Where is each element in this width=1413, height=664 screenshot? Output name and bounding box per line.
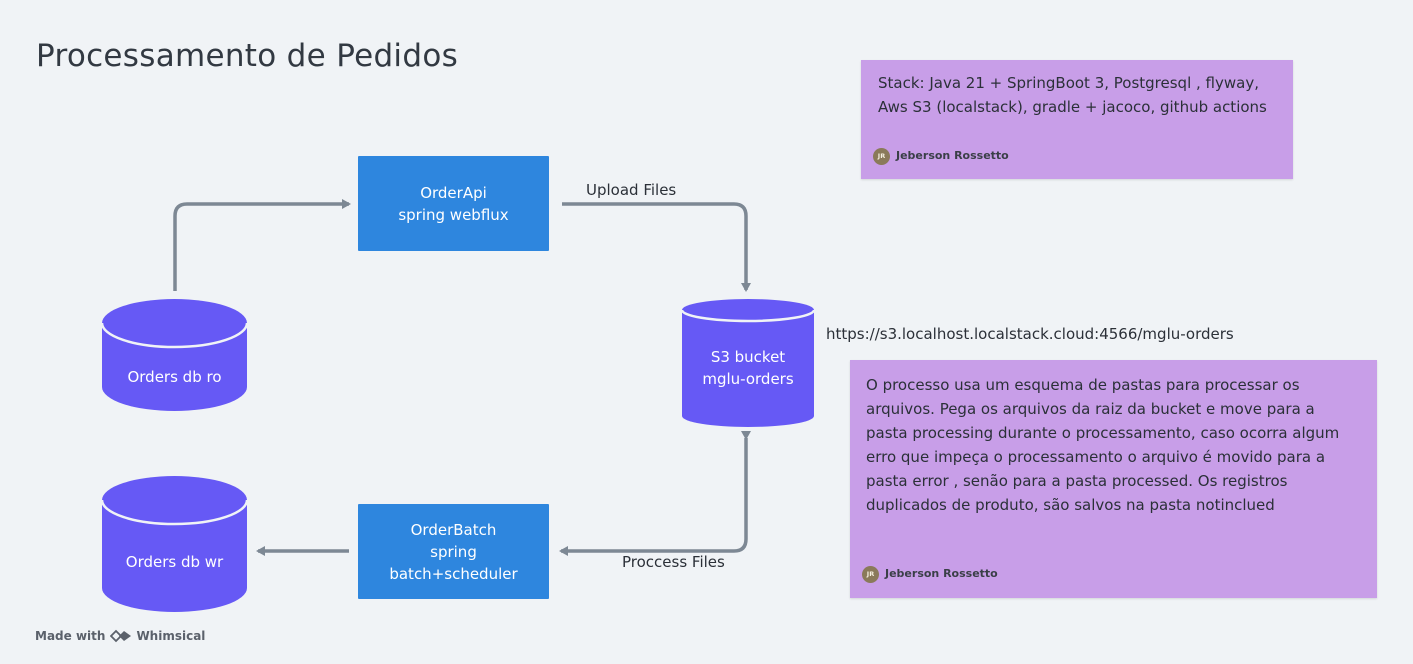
note-author-name: Jeberson Rossetto bbox=[885, 567, 998, 580]
s3-bucket-name: mglu-orders bbox=[702, 370, 794, 388]
orderbatch-node-subtitle-2: batch+scheduler bbox=[389, 564, 518, 583]
database-cylinder-icon bbox=[680, 299, 816, 427]
avatar: JR bbox=[862, 565, 879, 583]
avatar: JR bbox=[873, 147, 890, 165]
whimsical-brand: Whimsical bbox=[110, 629, 205, 643]
page-title: Processamento de Pedidos bbox=[36, 38, 459, 74]
upload-files-label: Upload Files bbox=[586, 181, 677, 199]
edge-s3-to-orderbatch bbox=[559, 431, 751, 556]
orderapi-node-title: OrderApi bbox=[420, 183, 487, 202]
s3-url-text: https://s3.localhost.localstack.cloud:45… bbox=[826, 325, 1234, 343]
orderbatch-node[interactable]: OrderBatch spring batch+scheduler bbox=[358, 504, 549, 599]
stack-note-text: Stack: Java 21 + SpringBoot 3, Postgresq… bbox=[878, 74, 1267, 116]
orderbatch-node-subtitle: spring bbox=[430, 542, 477, 561]
note-author: JR Jeberson Rossetto bbox=[873, 144, 1009, 168]
process-note[interactable]: O processo usa um esquema de pastas para… bbox=[850, 360, 1377, 598]
note-author: JR Jeberson Rossetto bbox=[862, 562, 998, 586]
whimsical-brand-text: Whimsical bbox=[136, 629, 206, 643]
note-author-name: Jeberson Rossetto bbox=[896, 149, 1009, 162]
process-files-label: Proccess Files bbox=[622, 553, 725, 571]
orderbatch-node-title: OrderBatch bbox=[410, 520, 497, 539]
orderapi-node[interactable]: OrderApi spring webflux bbox=[358, 156, 549, 251]
s3-bucket-node[interactable]: S3 bucket mglu-orders bbox=[680, 299, 816, 427]
database-cylinder-icon bbox=[100, 476, 249, 612]
whimsical-logo-icon bbox=[110, 629, 132, 643]
stack-note[interactable]: Stack: Java 21 + SpringBoot 3, Postgresq… bbox=[861, 60, 1293, 179]
s3-bucket-label: S3 bucket mglu-orders bbox=[682, 346, 814, 390]
database-cylinder-icon bbox=[100, 299, 249, 411]
process-note-text: O processo usa um esquema de pastas para… bbox=[866, 376, 1340, 514]
made-with-text: Made with bbox=[35, 629, 106, 643]
orders-db-wr-node[interactable]: Orders db wr bbox=[100, 476, 249, 612]
edge-db-ro-to-orderapi bbox=[173, 199, 351, 291]
s3-bucket-title: S3 bucket bbox=[710, 348, 786, 366]
orders-db-ro-label: Orders db ro bbox=[127, 368, 222, 386]
orders-db-ro-node[interactable]: Orders db ro bbox=[100, 299, 249, 411]
edge-orderapi-to-s3 bbox=[562, 202, 751, 292]
made-with-footer[interactable]: Made with Whimsical bbox=[35, 629, 205, 643]
orderapi-node-subtitle: spring webflux bbox=[398, 205, 509, 224]
orders-db-wr-label: Orders db wr bbox=[125, 553, 224, 571]
